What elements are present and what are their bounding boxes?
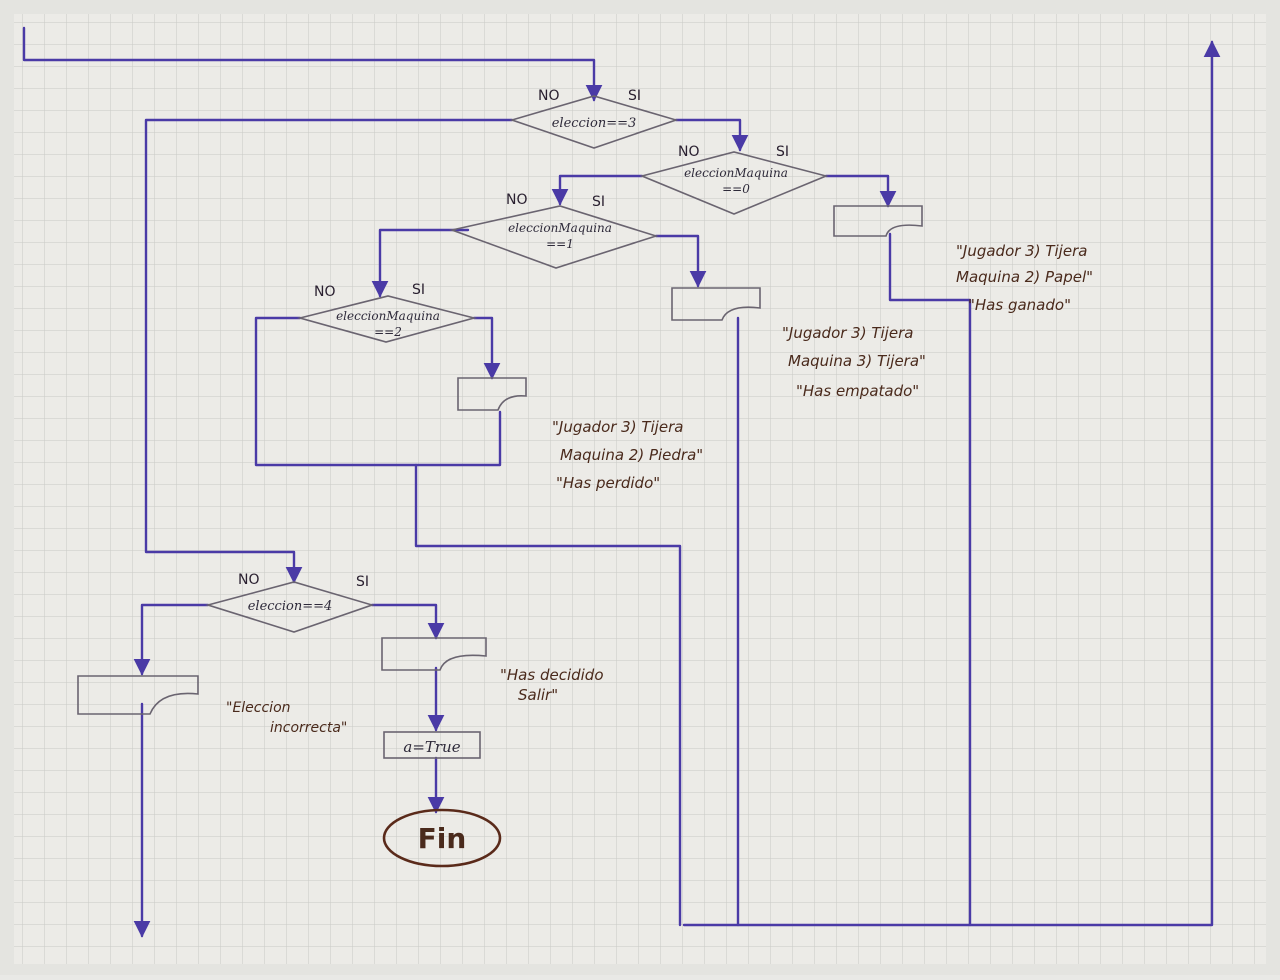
decision-d3	[449, 205, 659, 269]
doc-perdio	[457, 377, 527, 411]
gano-line-3: "Has ganado"	[968, 296, 1071, 314]
d3-text-2: ==1	[546, 237, 574, 251]
connectors	[22, 26, 1221, 938]
grid-lines	[14, 14, 1266, 964]
d5-no-line	[133, 603, 210, 676]
branch-labels: NO SI NO SI NO SI NO SI NO SI	[238, 88, 789, 590]
d1-si-line	[674, 118, 749, 152]
terminal-fin-shape	[382, 808, 502, 868]
d2-no-line	[551, 174, 644, 206]
incorrecta-line-2: incorrecta"	[270, 720, 347, 736]
d2-si-label: SI	[776, 144, 789, 160]
d1-si-label: SI	[628, 88, 641, 104]
salir-line-1: "Has decidido	[500, 666, 604, 684]
output-texts: "Jugador 3) Tijera Maquina 2) Papel" "Ha…	[226, 242, 1093, 736]
loop-return-line	[682, 40, 1221, 927]
empate-line-2: Maquina 3) Tijera"	[788, 352, 926, 370]
document-shapes	[77, 205, 923, 715]
gano-flow-line	[888, 232, 972, 927]
process-assign-box	[383, 731, 481, 759]
d1-no-label: NO	[538, 88, 560, 104]
gano-line-1: "Jugador 3) Tijera	[956, 242, 1087, 260]
incorrecta-line-1: "Eleccion	[226, 700, 291, 716]
loop-top-line	[22, 26, 603, 102]
d5-si-label: SI	[356, 574, 369, 590]
d2-text-1: eleccionMaquina	[684, 166, 788, 180]
d4-no-line	[254, 316, 502, 467]
decision-shapes	[205, 95, 829, 633]
d2-no-label: NO	[678, 144, 700, 160]
perdio-flow-line	[414, 463, 682, 927]
d4-si-label: SI	[412, 282, 425, 298]
decision-d2	[639, 151, 829, 215]
perdio-line-3: "Has perdido"	[556, 474, 660, 492]
decision-d5	[205, 581, 375, 633]
d3-si-line	[654, 234, 707, 288]
decision-d1	[509, 95, 679, 149]
decision-labels: eleccion==3 eleccionMaquina ==0 eleccion…	[248, 116, 788, 614]
empate-line-3: "Has empatado"	[796, 382, 919, 400]
assign-text: a=True	[403, 738, 460, 756]
salir-line-2: Salir"	[518, 686, 558, 704]
d5-no-label: NO	[238, 572, 260, 588]
doc-gano	[833, 205, 923, 237]
doc-empate	[671, 287, 761, 321]
d3-si-label: SI	[592, 194, 605, 210]
d5-text: eleccion==4	[248, 599, 333, 614]
doc-incorrecta	[77, 675, 199, 715]
d5-si-line	[370, 603, 445, 640]
gano-line-2: Maquina 2) Papel"	[956, 268, 1093, 286]
fin-text: Fin	[418, 822, 467, 855]
d3-text-1: eleccionMaquina	[508, 221, 612, 235]
empate-line-1: "Jugador 3) Tijera	[782, 324, 913, 342]
perdio-line-1: "Jugador 3) Tijera	[552, 418, 683, 436]
doc-salir	[381, 637, 487, 671]
d4-no-label: NO	[314, 284, 336, 300]
d1-text: eleccion==3	[552, 116, 637, 131]
d3-no-line	[371, 228, 470, 298]
d1-no-line	[144, 118, 514, 584]
decision-d4	[296, 295, 478, 343]
d2-text-2: ==0	[722, 182, 750, 196]
d4-si-line	[472, 316, 501, 380]
d3-no-label: NO	[506, 192, 528, 208]
d4-text-1: eleccionMaquina	[336, 309, 440, 323]
perdio-line-2: Maquina 2) Piedra"	[560, 446, 703, 464]
d2-si-line	[824, 174, 897, 208]
d4-text-2: ==2	[374, 325, 402, 339]
